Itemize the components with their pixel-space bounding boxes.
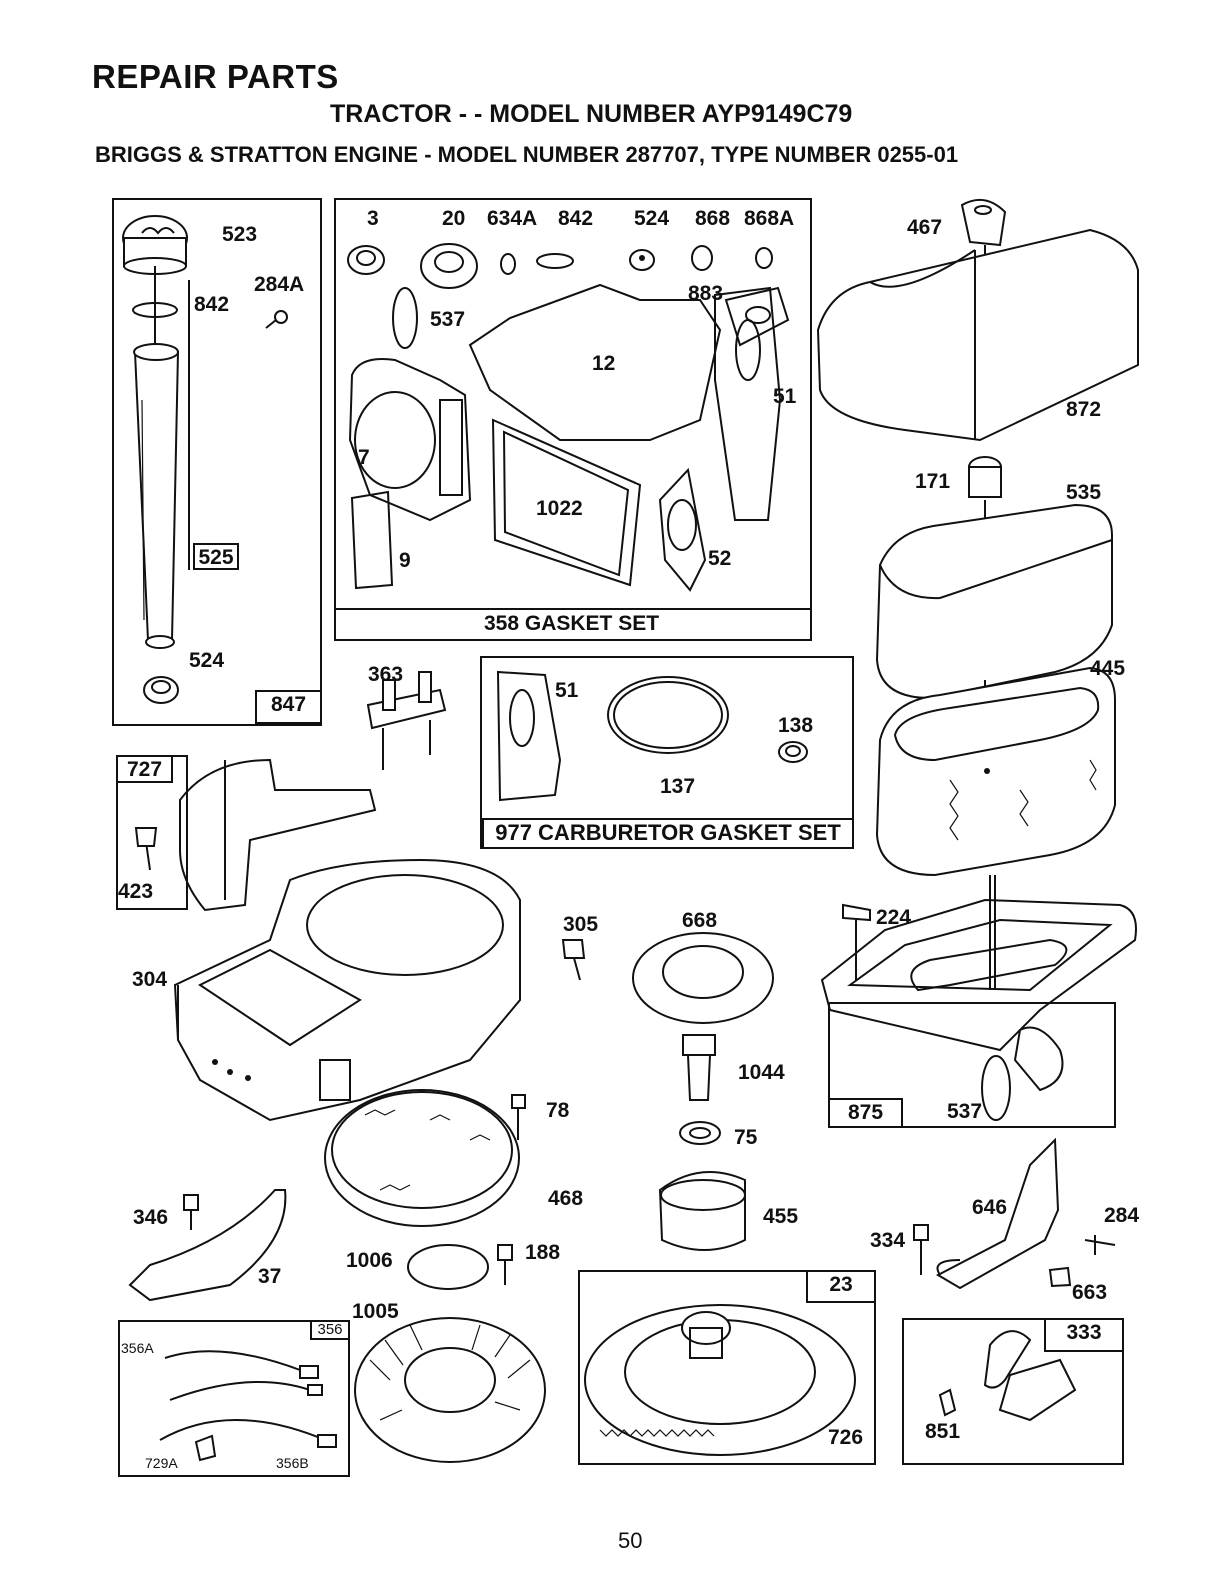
label-842-dipstick: 842 bbox=[194, 293, 230, 316]
label-537-gasket: 537 bbox=[430, 308, 466, 331]
flywheel-parts-drawing bbox=[632, 932, 774, 1251]
label-346: 346 bbox=[133, 1206, 169, 1229]
blower-shield-drawing bbox=[134, 758, 377, 912]
label-729A: 729A bbox=[145, 1455, 178, 1471]
dipstick-box bbox=[112, 198, 322, 726]
label-75: 75 bbox=[734, 1126, 758, 1149]
wiring-harness-drawing bbox=[159, 1350, 337, 1462]
air-cleaner-base-box bbox=[828, 1002, 1116, 1128]
ignition-coil-drawing bbox=[938, 1330, 1077, 1422]
flywheel-box bbox=[578, 1270, 876, 1465]
label-305: 305 bbox=[563, 913, 599, 936]
tractor-model-heading: TRACTOR - - MODEL NUMBER AYP9149C79 bbox=[330, 100, 853, 128]
flywheel-drawing bbox=[584, 1304, 856, 1456]
label-524: 524 bbox=[634, 207, 670, 230]
gasket-set-caption-text: 358 GASKET SET bbox=[484, 612, 660, 635]
label-868: 868 bbox=[695, 207, 731, 230]
label-20: 20 bbox=[442, 207, 466, 230]
rotating-screen-drawing bbox=[324, 1089, 520, 1227]
dipstick-inner-box bbox=[188, 280, 241, 570]
tag-875: 875 bbox=[828, 1098, 903, 1128]
label-284: 284 bbox=[1104, 1204, 1140, 1227]
tag-847: 847 bbox=[255, 690, 322, 724]
label-523: 523 bbox=[222, 223, 258, 246]
label-524-dipstick: 524 bbox=[189, 649, 225, 672]
label-842: 842 bbox=[558, 207, 594, 230]
label-7: 7 bbox=[358, 446, 370, 469]
page-number: 50 bbox=[618, 1528, 643, 1553]
label-445: 445 bbox=[1090, 657, 1126, 680]
label-634A: 634A bbox=[487, 207, 538, 230]
label-138: 138 bbox=[778, 714, 814, 737]
label-3: 3 bbox=[367, 207, 379, 230]
label-171: 171 bbox=[915, 470, 951, 493]
label-78: 78 bbox=[546, 1099, 570, 1122]
label-537-base: 537 bbox=[947, 1100, 983, 1123]
label-224: 224 bbox=[876, 906, 912, 929]
label-535: 535 bbox=[1066, 481, 1102, 504]
carb-gasket-set-caption: 977 CARBURETOR GASKET SET bbox=[482, 818, 854, 849]
fan-drawing bbox=[354, 1244, 546, 1463]
label-334: 334 bbox=[870, 1229, 906, 1252]
label-726: 726 bbox=[828, 1426, 864, 1449]
hardware-drawing bbox=[183, 939, 1116, 1288]
label-356B: 356B bbox=[276, 1455, 309, 1471]
label-883: 883 bbox=[688, 282, 724, 305]
tag-525: 525 bbox=[193, 543, 239, 570]
label-1044: 1044 bbox=[738, 1061, 785, 1084]
label-868A: 868A bbox=[744, 207, 795, 230]
bracket-drawing bbox=[366, 671, 447, 770]
label-668: 668 bbox=[682, 909, 718, 932]
throttle-bracket-drawing bbox=[935, 1137, 1060, 1290]
label-363: 363 bbox=[368, 663, 404, 686]
label-51: 51 bbox=[773, 385, 797, 408]
gasket-set-caption bbox=[334, 608, 812, 641]
label-1006: 1006 bbox=[346, 1249, 393, 1272]
label-467: 467 bbox=[907, 216, 943, 239]
label-423: 423 bbox=[118, 880, 154, 903]
engine-model-heading: BRIGGS & STRATTON ENGINE - MODEL NUMBER … bbox=[95, 142, 959, 167]
label-356A: 356A bbox=[121, 1340, 154, 1356]
tag-23: 23 bbox=[806, 1270, 876, 1303]
label-663: 663 bbox=[1072, 1281, 1108, 1304]
blower-housing-drawing bbox=[173, 858, 521, 1122]
label-51-carb: 51 bbox=[555, 679, 579, 702]
tag-333: 333 bbox=[1044, 1318, 1124, 1352]
label-137: 137 bbox=[660, 775, 696, 798]
air-cleaner-element-drawing bbox=[820, 456, 1137, 1121]
label-1005: 1005 bbox=[352, 1300, 399, 1323]
label-468: 468 bbox=[548, 1187, 584, 1210]
label-304: 304 bbox=[132, 968, 168, 991]
wiring-harness-box bbox=[118, 1320, 350, 1477]
label-851: 851 bbox=[925, 1420, 961, 1443]
ignition-coil-box bbox=[902, 1318, 1124, 1465]
tag-356: 356 bbox=[310, 1320, 350, 1340]
label-12: 12 bbox=[592, 352, 616, 375]
gasket-set-box bbox=[334, 198, 812, 641]
label-455: 455 bbox=[763, 1205, 799, 1228]
page-title: REPAIR PARTS bbox=[92, 58, 339, 95]
label-646: 646 bbox=[972, 1196, 1008, 1219]
label-1022: 1022 bbox=[536, 497, 583, 520]
label-37: 37 bbox=[258, 1265, 282, 1288]
label-52: 52 bbox=[708, 547, 732, 570]
label-9: 9 bbox=[399, 549, 411, 572]
gasket-set-drawing bbox=[347, 243, 790, 592]
carb-gasket-drawing bbox=[496, 670, 808, 802]
label-284A: 284A bbox=[254, 273, 305, 296]
dipstick-drawing bbox=[122, 215, 288, 704]
label-872: 872 bbox=[1066, 398, 1102, 421]
air-cleaner-cover-drawing bbox=[816, 198, 1139, 442]
label-188: 188 bbox=[525, 1241, 561, 1264]
tag-727: 727 bbox=[116, 755, 173, 783]
baffle-drawing bbox=[128, 1189, 287, 1302]
